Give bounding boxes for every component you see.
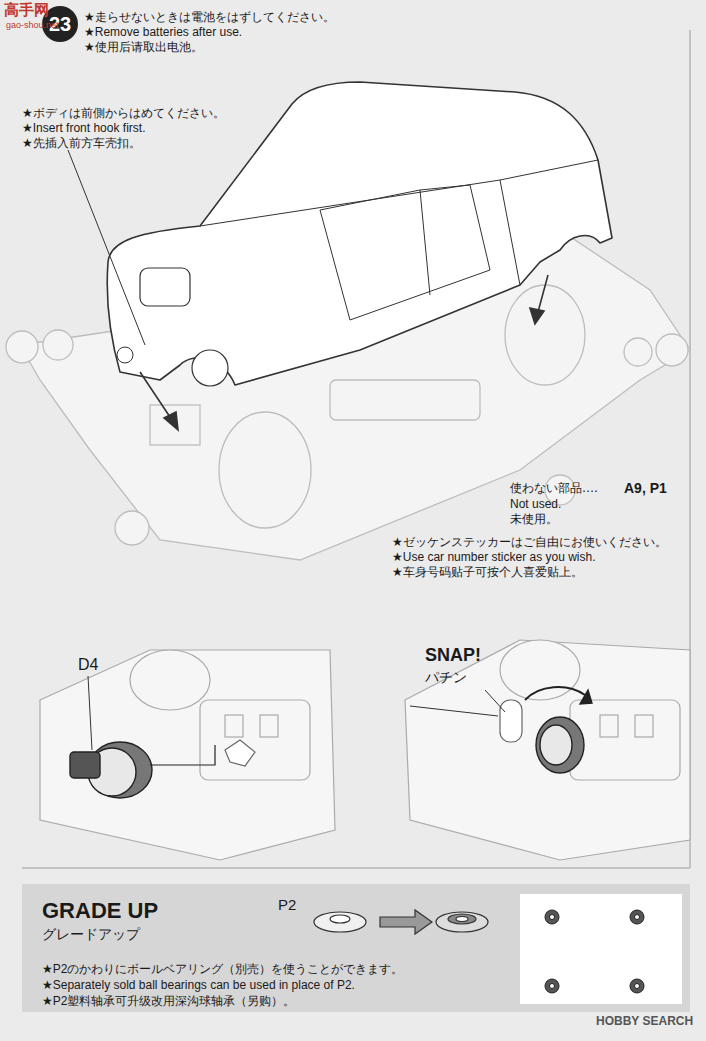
note: 使わない部品‥‥ xyxy=(510,481,598,495)
note: ★车身号码贴子可按个人喜爱贴上。 xyxy=(392,565,583,579)
note: ★ボディは前側からはめてください。 xyxy=(22,106,225,120)
note: 未使用。 xyxy=(510,512,558,526)
part-number: D4 xyxy=(78,655,98,674)
grade-up-text: ★Separately sold ball bearings can be us… xyxy=(42,978,355,992)
note: ★使用后请取出电池。 xyxy=(84,40,203,54)
callout-text: パチン xyxy=(425,669,467,686)
watermark: gao-shou.net xyxy=(6,20,59,31)
grade-up-text: ★P2のかわりにボールベアリング（別売）を使うことができます。 xyxy=(42,962,403,976)
note: ★Insert front hook first. xyxy=(22,121,145,135)
part-number: A9, P1 xyxy=(624,480,667,497)
note: ★ゼッケンステッカーはご自由にお使いください。 xyxy=(392,535,667,549)
note: Not used. xyxy=(510,497,561,511)
grade-up-text: GRADE UP xyxy=(42,898,158,924)
grade-up-text: グレードアップ xyxy=(42,926,140,943)
grade-up-text: P2 xyxy=(278,896,296,914)
grade-up-band: GRADE UP グレードアップ P2 ★P2のかわりにボールベアリング（別売）を使う… xyxy=(22,884,690,1012)
note: ★Use car number sticker as you wish. xyxy=(392,550,596,564)
note: ★先插入前方车壳扣。 xyxy=(22,136,141,150)
grade-up-text: ★P2塑料轴承可升级改用深沟球轴承（另购）。 xyxy=(42,994,295,1008)
watermark: HOBBY SEARCH xyxy=(596,1014,693,1028)
callout-text: SNAP! xyxy=(425,645,481,667)
note: ★Remove batteries after use. xyxy=(84,25,242,39)
note: ★走らせないときは電池をはずしてください。 xyxy=(84,10,335,24)
watermark: 高手网 xyxy=(4,1,49,19)
